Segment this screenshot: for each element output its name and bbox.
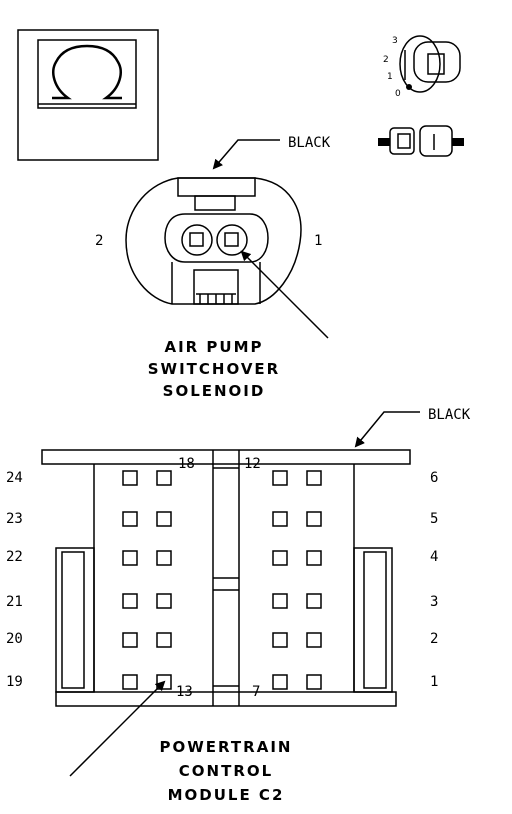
solenoid-pin-1-label: 1 [314,233,322,249]
key-position-1: 1 [387,72,393,82]
pcm-pin-22-label: 22 [6,549,23,565]
solenoid-pin-pointer [240,250,329,339]
pcm-pin-2-label: 2 [430,631,438,647]
ignition-key-icon: 3 2 1 0 [383,35,461,99]
solenoid-title-line-3: SOLENOID [163,382,266,400]
pcm-pin-pointer [69,680,166,777]
pcm-pin-18-label: 18 [178,456,195,472]
pcm-pin-24-label: 24 [6,470,23,486]
pcm-pin-23-label: 23 [6,511,23,527]
pcm-pin-6-label: 6 [430,470,438,486]
solenoid-connector [125,177,302,305]
pcm-pin-13-label: 13 [176,684,193,700]
pcm-pin-5-label: 5 [430,511,438,527]
ohm-icon [17,29,159,161]
pcm-pin-4-label: 4 [430,549,438,565]
pcm-pin-19-label: 19 [6,674,23,690]
solenoid-color-label: BLACK [288,135,331,151]
key-position-3: 3 [392,36,398,46]
pcm-title-line-1: POWERTRAIN [160,738,293,756]
pcm-connector [41,449,411,707]
pcm-title-line-2: CONTROL [179,762,273,780]
solenoid-pin-2-label: 2 [95,233,103,249]
pcm-color-label: BLACK [428,407,471,423]
pcm-title-line-3: MODULE C2 [168,786,285,804]
key-position-2: 2 [383,55,389,65]
solenoid-title-line-1: AIR PUMP [164,338,263,356]
pcm-pin-7-label: 7 [252,684,260,700]
key-position-0: 0 [395,89,401,99]
pcm-pin-1-label: 1 [430,674,438,690]
solenoid-title-line-2: SWITCHOVER [148,360,280,378]
pcm-pin-12-label: 12 [244,456,261,472]
connector-side-icon [378,125,464,157]
pcm-pin-20-label: 20 [6,631,23,647]
pcm-pin-3-label: 3 [430,594,438,610]
pcm-pin-21-label: 21 [6,594,23,610]
